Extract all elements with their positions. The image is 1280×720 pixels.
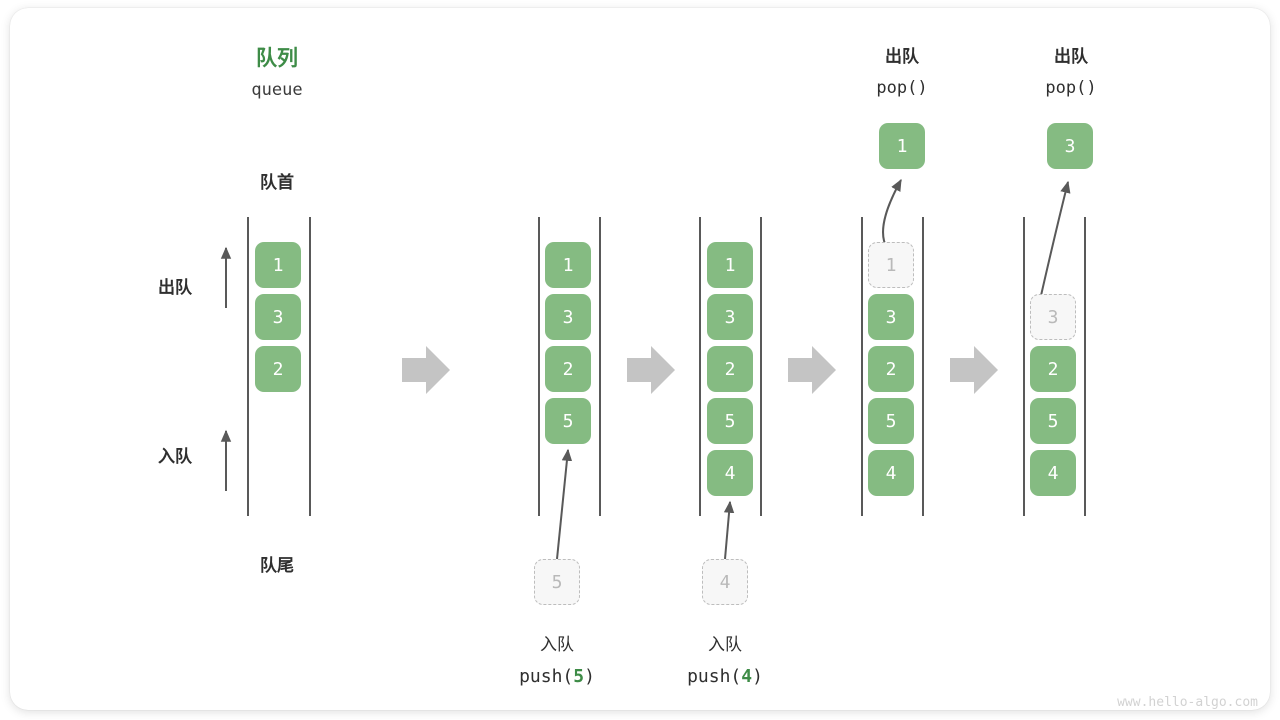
queue-cell[interactable]: 2	[1030, 346, 1076, 392]
transition-arrow-2	[627, 346, 675, 394]
push-arrow-5	[556, 448, 573, 560]
queue-cell[interactable]: 2	[255, 346, 301, 392]
queue-cell[interactable]: 2	[545, 346, 591, 392]
incoming-cell: 4	[702, 559, 748, 605]
diagram-arrows-layer	[220, 178, 1071, 560]
watermark: www.hello-algo.com	[1117, 695, 1258, 710]
push-code-suffix: )	[584, 666, 595, 687]
queue-cell[interactable]: 4	[868, 450, 914, 496]
queue-cell[interactable]: 4	[1030, 450, 1076, 496]
popped-cell[interactable]: 1	[879, 123, 925, 169]
queue-cell-pushed[interactable]: 5	[545, 398, 591, 444]
pop-header-code: pop()	[1045, 78, 1097, 98]
queue-cell[interactable]: 1	[545, 242, 591, 288]
diagram-stage: 队列 queue 队首 队尾 出队 入队 1 3 2 1 3 2 5 5 入队 …	[10, 8, 1270, 710]
queue-cell-removed: 1	[868, 242, 914, 288]
queue-front-label: 队首	[260, 173, 294, 193]
push-code-arg: 5	[573, 666, 585, 687]
queue-cell[interactable]: 1	[255, 242, 301, 288]
push-code-suffix: )	[752, 666, 763, 687]
queue-rail-left	[538, 217, 540, 516]
enqueue-side-label: 入队	[158, 447, 192, 467]
push-code-arg: 4	[741, 666, 753, 687]
queue-rail-right	[309, 217, 311, 516]
queue-rear-label: 队尾	[260, 556, 294, 576]
queue-rail-left	[861, 217, 863, 516]
pop-header-code: pop()	[876, 78, 928, 98]
queue-cell[interactable]: 3	[868, 294, 914, 340]
queue-rail-right	[1084, 217, 1086, 516]
queue-rail-left	[699, 217, 701, 516]
pop-header-cn: 出队	[1054, 47, 1088, 67]
queue-rail-right	[760, 217, 762, 516]
dequeue-side-label: 出队	[158, 278, 192, 298]
popped-cell[interactable]: 3	[1047, 123, 1093, 169]
queue-title-cn: 队列	[256, 46, 298, 70]
queue-rail-right	[599, 217, 601, 516]
queue-cell[interactable]: 5	[868, 398, 914, 444]
pop-arrow-1	[882, 178, 902, 249]
queue-cell-removed: 3	[1030, 294, 1076, 340]
queue-rail-right	[922, 217, 924, 516]
transition-arrow-3	[788, 346, 836, 394]
push-caption-cn: 入队	[540, 635, 574, 655]
queue-cell[interactable]: 1	[707, 242, 753, 288]
queue-cell[interactable]: 3	[707, 294, 753, 340]
push-caption-code: push(4)	[666, 666, 784, 687]
queue-rail-left	[1023, 217, 1025, 516]
push-arrow-4	[723, 500, 735, 560]
diagram-card: 队列 queue 队首 队尾 出队 入队 1 3 2 1 3 2 5 5 入队 …	[10, 8, 1270, 710]
pop-header-cn: 出队	[885, 47, 919, 67]
queue-cell[interactable]: 5	[707, 398, 753, 444]
push-caption-code: push(5)	[498, 666, 616, 687]
pop-arrow-3	[1039, 180, 1071, 301]
push-code-prefix: push(	[519, 666, 574, 687]
queue-cell[interactable]: 5	[1030, 398, 1076, 444]
queue-rail-left	[247, 217, 249, 516]
transition-arrow-4	[950, 346, 998, 394]
queue-cell[interactable]: 3	[545, 294, 591, 340]
transition-arrow-1	[402, 346, 450, 394]
queue-cell-pushed[interactable]: 4	[707, 450, 753, 496]
queue-cell[interactable]: 2	[868, 346, 914, 392]
queue-title-en: queue	[251, 80, 303, 100]
queue-cell[interactable]: 3	[255, 294, 301, 340]
incoming-cell: 5	[534, 559, 580, 605]
push-caption-cn: 入队	[708, 635, 742, 655]
queue-cell[interactable]: 2	[707, 346, 753, 392]
push-code-prefix: push(	[687, 666, 742, 687]
